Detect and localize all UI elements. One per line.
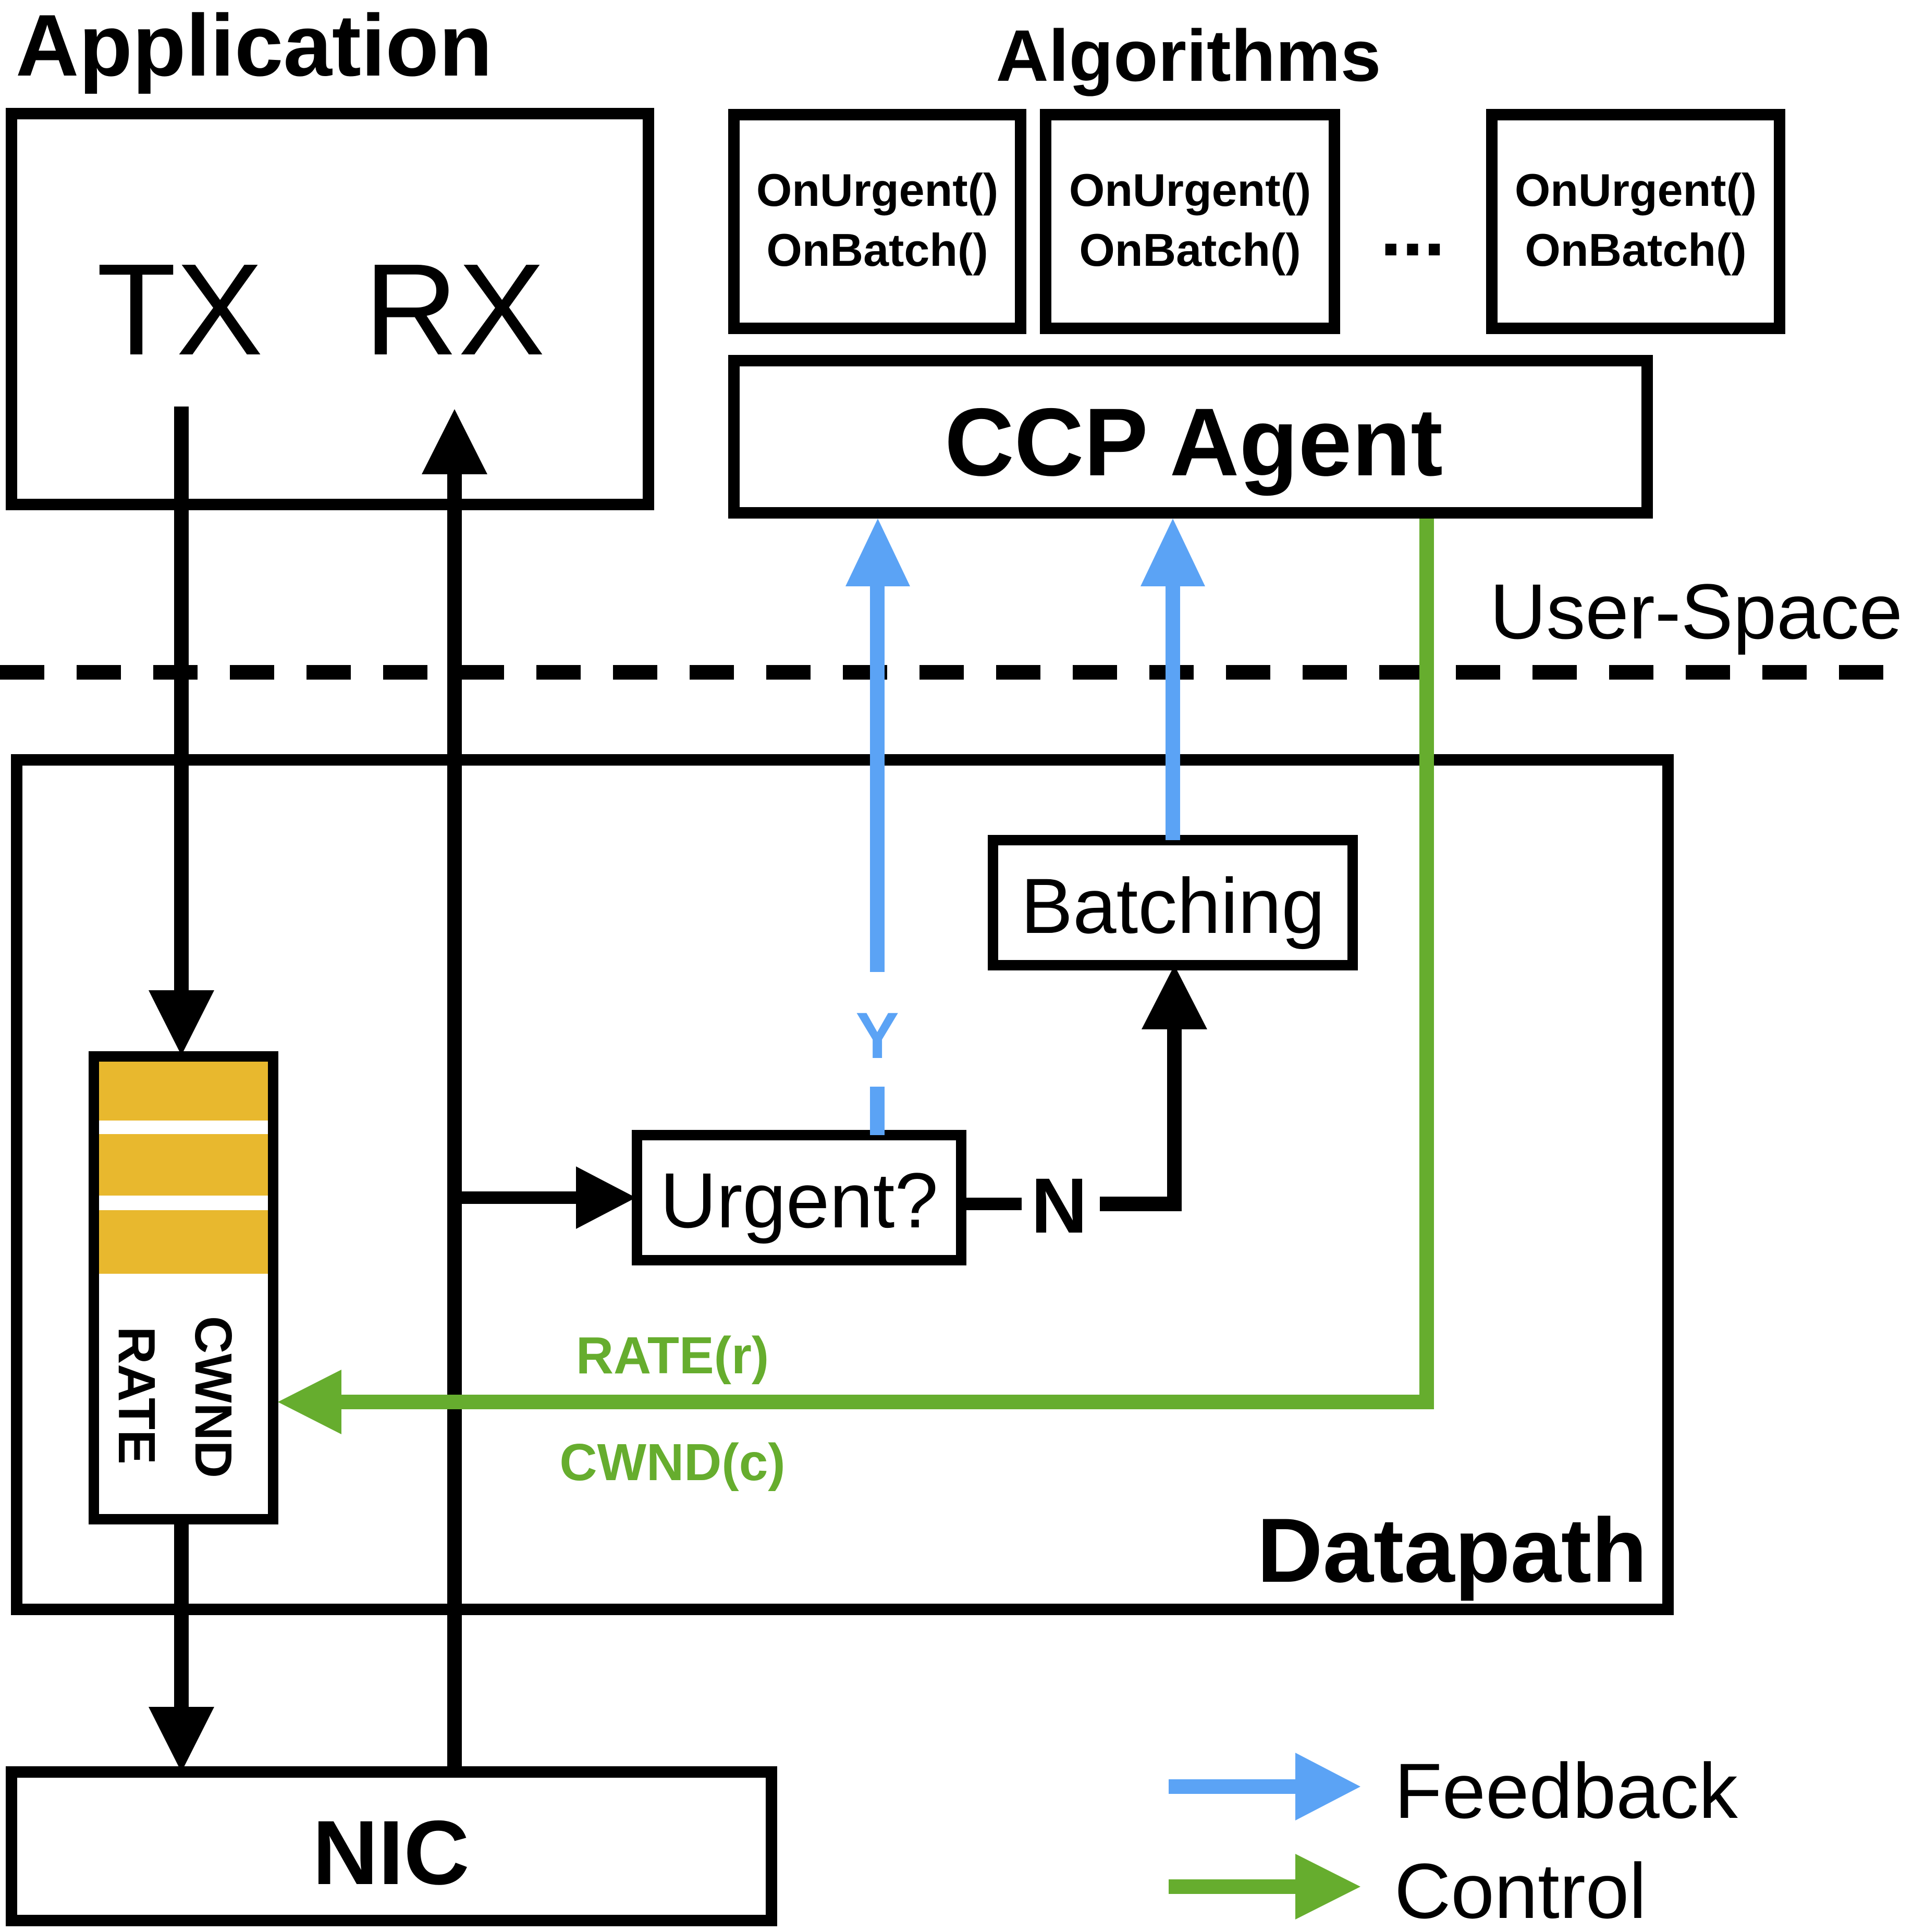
tx-to-queue-arrowhead: [149, 990, 214, 1055]
yes-label: Y: [855, 1000, 899, 1072]
control-rate-label: RATE(r): [576, 1326, 769, 1385]
urgent-decision-label: Urgent?: [660, 1156, 938, 1244]
application-box: [6, 108, 654, 510]
ccp-agent-label: CCP Agent: [945, 389, 1443, 496]
algorithm-box-1: OnUrgent() OnBatch(): [728, 109, 1026, 334]
queue-slot-3: [97, 1210, 269, 1274]
batching-label: Batching: [1021, 862, 1325, 950]
user-space-label: User-Space: [1490, 568, 1903, 655]
algorithm-1-on-batch: OnBatch(): [766, 224, 988, 276]
datapath-box: [11, 754, 1674, 1615]
control-arrowhead: [278, 1370, 341, 1434]
queue-to-nic-arrowhead: [149, 1707, 214, 1772]
control-cwnd-label: CWND(c): [559, 1433, 785, 1492]
no-to-batching-arrowhead: [1142, 965, 1207, 1029]
datapath-title: Datapath: [1257, 1500, 1647, 1602]
nic-to-rx-arrowhead: [422, 409, 487, 474]
urgent-no-line-b: [1100, 1027, 1182, 1211]
application-title: Application: [16, 0, 493, 94]
queue-slot-1: [97, 1059, 269, 1121]
queue: CWND RATE: [89, 1051, 278, 1524]
rx-label: RX: [364, 237, 545, 382]
tx-label: TX: [96, 237, 263, 382]
algorithm-box-2: OnUrgent() OnBatch(): [1040, 109, 1340, 334]
queue-rate-label: RATE: [107, 1326, 166, 1465]
algorithms-ellipsis: ...: [1380, 184, 1445, 272]
queue-slot-2: [97, 1134, 269, 1196]
algorithm-1-on-urgent: OnUrgent(): [756, 164, 998, 216]
algorithm-3-on-urgent: OnUrgent(): [1515, 164, 1757, 216]
ccp-agent-box: [728, 355, 1653, 519]
legend-feedback-arrowhead: [1295, 1753, 1360, 1820]
algorithm-2-on-urgent: OnUrgent(): [1069, 164, 1311, 216]
control-line: [334, 519, 1434, 1409]
queue-cwnd-label: CWND: [184, 1316, 242, 1478]
legend-control-label: Control: [1394, 1847, 1647, 1932]
nic-label: NIC: [312, 1802, 469, 1904]
nic-box: [6, 1766, 777, 1926]
algorithm-box-3: OnUrgent() OnBatch(): [1486, 109, 1785, 334]
no-label: N: [1031, 1162, 1087, 1249]
algorithm-2-on-batch: OnBatch(): [1079, 224, 1301, 276]
legend: Feedback Control: [1169, 1747, 1738, 1932]
legend-feedback-label: Feedback: [1394, 1747, 1738, 1835]
batch-feedback-arrowhead: [1141, 519, 1205, 586]
rx-to-urgent-arrowhead: [576, 1166, 636, 1229]
algorithm-3-on-batch: OnBatch(): [1525, 224, 1746, 276]
legend-control-arrowhead: [1295, 1854, 1360, 1919]
algorithms-title: Algorithms: [996, 15, 1381, 96]
urgent-feedback-arrowhead: [845, 519, 910, 586]
